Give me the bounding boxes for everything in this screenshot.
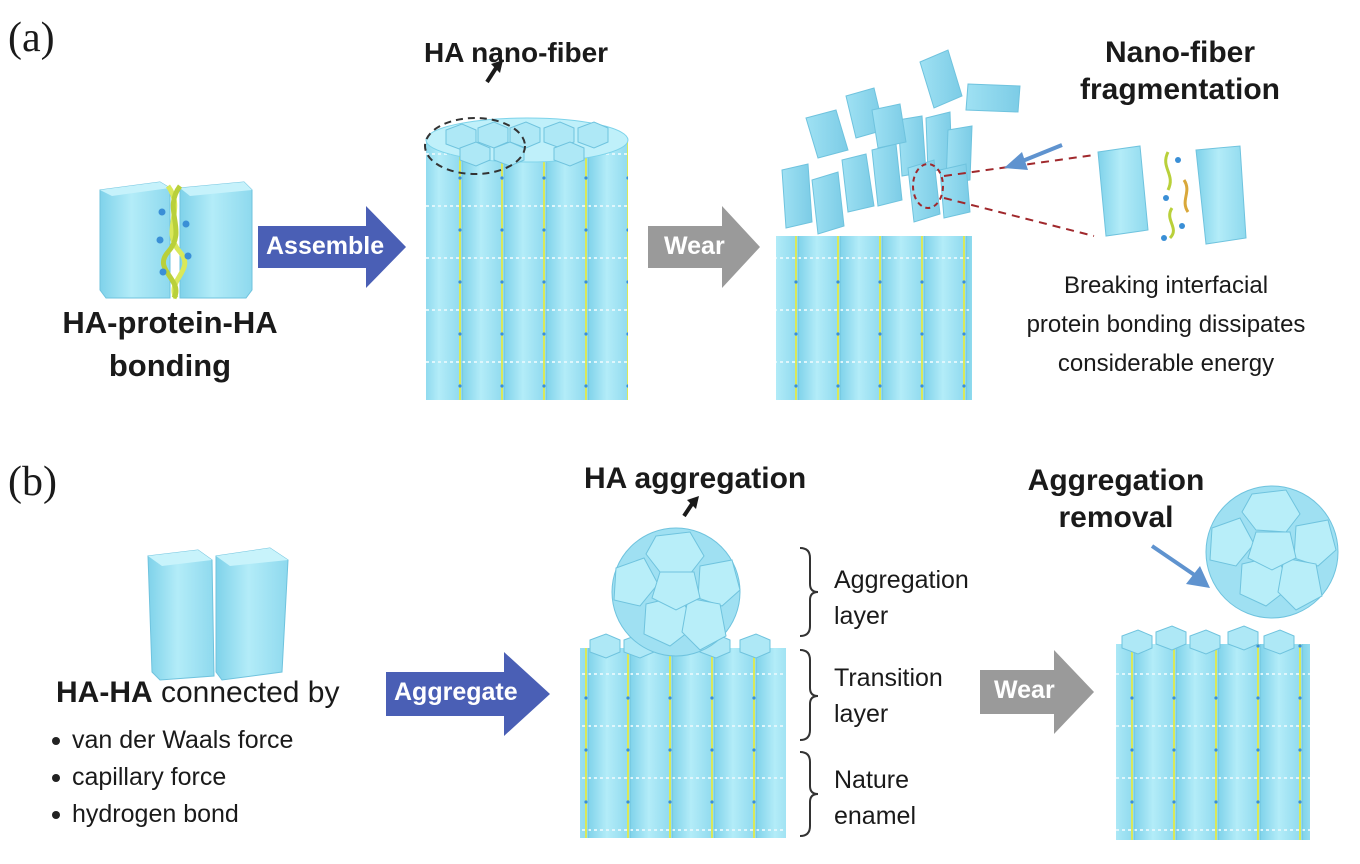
worn-enamel — [1116, 625, 1310, 840]
aggregation-layer-line2: layer — [834, 602, 889, 630]
fragmentation-line1: Nano-fiber — [1105, 36, 1255, 69]
aggregation-layer-line1: Aggregation — [834, 566, 969, 594]
nanofiber-label: HA nano-fiber — [424, 37, 609, 68]
fragmentation-line2: fragmentation — [1079, 73, 1280, 106]
bullet-dot — [52, 773, 60, 782]
ha-ha-bold: HA-HA — [56, 676, 153, 709]
bonding-title-line2: bonding — [108, 348, 232, 383]
transition-layer-line1: Transition — [834, 664, 943, 692]
aggregation-cluster — [611, 527, 741, 657]
force-list-item: van der Waals force — [52, 726, 293, 755]
removed-aggregation-cluster — [1205, 485, 1339, 619]
bonding-title-line1: HA-protein-HA — [62, 305, 278, 340]
ha-ha-rest: connected by — [152, 676, 340, 709]
force-list: van der Waals force capillary force hydr… — [52, 726, 293, 829]
aggregate-arrow-label: Aggregate — [394, 678, 518, 706]
ha-aggregation-structure — [580, 527, 786, 838]
bullet-dot — [52, 810, 60, 819]
energy-description: Breaking interfacial protein bonding dis… — [996, 266, 1336, 383]
wear-arrow-a — [648, 206, 760, 288]
bonding-title: HA-protein-HA bonding — [40, 304, 300, 384]
nature-enamel-line1: Nature — [834, 766, 910, 794]
removal-line1: Aggregation — [1027, 464, 1205, 497]
fragmentation-label: Nano-fiber fragmentation — [1052, 34, 1308, 108]
bullet-text: van der Waals force — [72, 726, 294, 754]
wear-arrow-a-label: Wear — [664, 232, 725, 260]
ha-nanofiber-bundle — [424, 117, 629, 400]
aggregate-arrow — [386, 652, 550, 736]
wear-arrow-b — [980, 650, 1094, 734]
broken-bonding-inset — [1097, 145, 1247, 245]
force-list-item: hydrogen bond — [52, 800, 293, 829]
ha-protein-ha-bonding-illustration — [99, 181, 253, 300]
desc-line1: Breaking interfacial — [1063, 272, 1269, 299]
fragmented-nanofiber — [776, 49, 1095, 400]
bullet-dot — [52, 736, 60, 745]
layer-braces — [799, 547, 819, 837]
wear-arrow-b-label: Wear — [994, 676, 1055, 704]
panel-b-label: (b) — [8, 459, 57, 505]
aggregation-label: HA aggregation — [584, 462, 807, 495]
assemble-arrow-label: Assemble — [266, 232, 385, 260]
ha-ha-caption: HA-HA connected by — [56, 676, 339, 710]
bullet-text: hydrogen bond — [72, 800, 239, 828]
desc-line2: protein bonding dissipates — [1026, 311, 1306, 338]
ha-ha-pair-illustration — [147, 547, 289, 681]
nature-enamel-label: Nature enamel — [834, 762, 916, 834]
nature-enamel-line2: enamel — [834, 802, 916, 830]
removal-line2: removal — [1058, 501, 1174, 534]
desc-line3: considerable energy — [1057, 350, 1275, 377]
aggregation-layer-label: Aggregation layer — [834, 562, 969, 634]
assemble-arrow — [258, 206, 406, 288]
transition-layer-label: Transition layer — [834, 660, 943, 732]
bullet-text: capillary force — [72, 763, 227, 791]
force-list-item: capillary force — [52, 763, 293, 792]
transition-layer-line2: layer — [834, 700, 889, 728]
removal-label: Aggregation removal — [1008, 462, 1224, 536]
panel-a-label: (a) — [8, 15, 55, 61]
